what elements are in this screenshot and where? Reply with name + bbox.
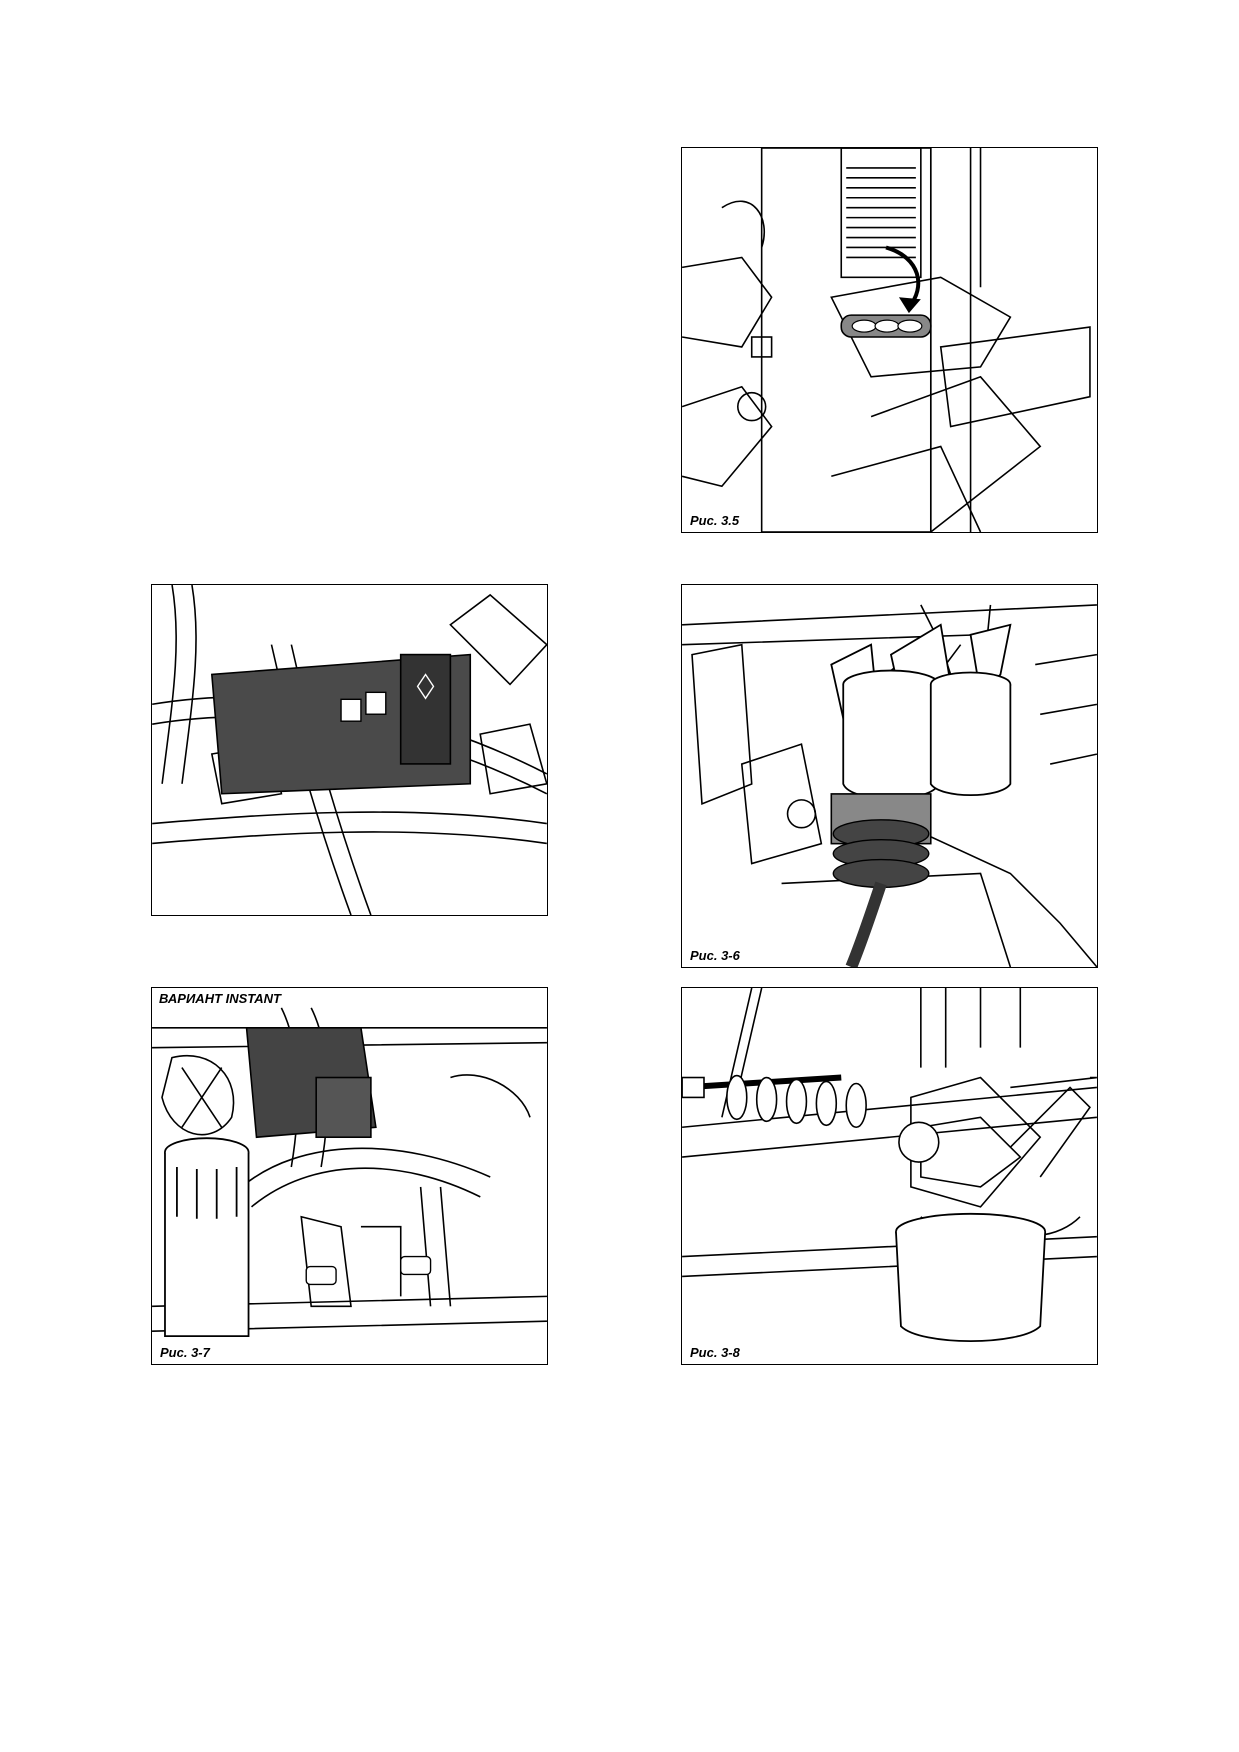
figure-3-6: Рис. 3-6 bbox=[681, 584, 1098, 968]
mixer-hood-illustration bbox=[682, 148, 1091, 532]
auger-illustration bbox=[682, 988, 1097, 1342]
cup bbox=[895, 1212, 1047, 1342]
figure-caption: Рис. 3-6 bbox=[688, 948, 742, 963]
figure-3-5: Рис. 3.5 bbox=[681, 147, 1098, 533]
variant-label: ВАРИАНТ INSTANT bbox=[157, 991, 283, 1006]
figure-3-7: ВАРИАНТ INSTANT Рис. 3-7 bbox=[151, 987, 548, 1365]
figure-3-8: Рис. 3-8 bbox=[681, 987, 1098, 1365]
solenoid-valves-illustration bbox=[152, 585, 547, 915]
figure-caption: Рис. 3-7 bbox=[158, 1345, 212, 1360]
figure-3-4 bbox=[151, 584, 548, 916]
canister bbox=[164, 1137, 250, 1338]
mixer-funnels bbox=[830, 623, 1012, 800]
mixer-motor-illustration bbox=[682, 604, 1097, 967]
spring bbox=[832, 819, 930, 889]
figure-caption: Рис. 3.5 bbox=[688, 513, 742, 528]
auger-coils bbox=[726, 1074, 867, 1129]
instant-variant-illustration bbox=[152, 1007, 547, 1338]
figure-caption: Рис. 3-8 bbox=[688, 1345, 742, 1360]
